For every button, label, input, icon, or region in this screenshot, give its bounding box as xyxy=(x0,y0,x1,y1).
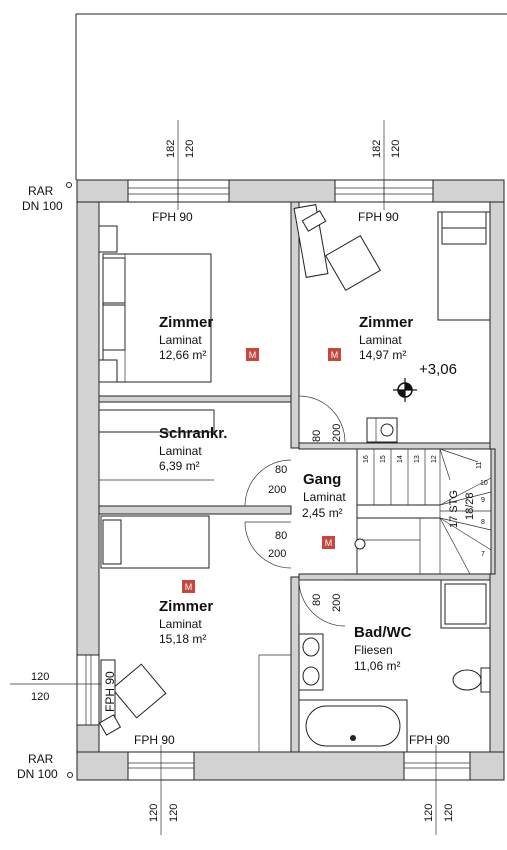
svg-text:6,39 m²: 6,39 m² xyxy=(159,459,200,473)
svg-text:8: 8 xyxy=(481,519,485,526)
bed-upper-left xyxy=(98,225,212,383)
dim-120-left-top: 120 xyxy=(184,140,196,158)
svg-text:15: 15 xyxy=(380,455,387,463)
svg-text:2,45 m²: 2,45 m² xyxy=(302,506,343,520)
dim-200-door-b: 200 xyxy=(268,484,286,496)
dim-80-door-a: 80 xyxy=(311,430,323,442)
window-top-left xyxy=(127,179,230,203)
dim-200-door-c: 200 xyxy=(268,548,286,560)
svg-text:Laminat: Laminat xyxy=(159,444,202,458)
svg-text:Fliesen: Fliesen xyxy=(354,643,393,657)
staircase xyxy=(354,448,492,575)
svg-text:Zimmer: Zimmer xyxy=(159,314,213,331)
dim-120-left-2: 120 xyxy=(31,691,49,703)
svg-text:Gang: Gang xyxy=(303,471,341,488)
wardrobe xyxy=(98,409,215,481)
svg-text:Bad/WC: Bad/WC xyxy=(354,624,412,641)
rar-label-bottom: RAR xyxy=(28,752,54,766)
room-label-5: Zimmer Laminat 15,18 m² xyxy=(159,598,213,646)
room-lower-left-lines xyxy=(258,654,291,752)
svg-text:Zimmer: Zimmer xyxy=(359,314,413,331)
svg-text:16: 16 xyxy=(363,455,370,463)
rar-top-icon xyxy=(66,182,72,188)
fph-label-bottom-right: FPH 90 xyxy=(409,733,450,747)
desk-upper-right xyxy=(293,204,382,292)
svg-text:13: 13 xyxy=(414,455,421,463)
fph-label-bottom-left: FPH 90 xyxy=(134,733,175,747)
fph-label-top-left: FPH 90 xyxy=(152,210,193,224)
dim-120-bl-1: 120 xyxy=(148,804,160,822)
marker-m-4: M xyxy=(182,580,195,593)
fph-label-top-right: FPH 90 xyxy=(358,210,399,224)
rar-label-top: RAR xyxy=(28,184,54,198)
dim-200-door-a: 200 xyxy=(331,424,343,442)
svg-text:11,06 m²: 11,06 m² xyxy=(354,659,400,673)
dim-80-door-b: 80 xyxy=(275,464,287,476)
svg-text:7: 7 xyxy=(481,551,485,558)
svg-text:Laminat: Laminat xyxy=(359,333,402,347)
dim-80-door-d: 80 xyxy=(311,594,323,606)
svg-text:Schrankr.: Schrankr. xyxy=(159,425,227,442)
svg-text:Laminat: Laminat xyxy=(159,617,202,631)
rar-dn-top: DN 100 xyxy=(22,199,63,213)
svg-text:Laminat: Laminat xyxy=(303,490,346,504)
window-bottom-right xyxy=(403,751,471,781)
dim-120-right-top: 120 xyxy=(390,140,402,158)
desk-lower-left xyxy=(98,659,167,736)
level-label: +3,06 xyxy=(419,361,457,378)
bathroom-fixtures xyxy=(298,579,491,753)
stair-ratio-label: 18/28 xyxy=(464,492,476,520)
svg-text:10: 10 xyxy=(480,480,488,487)
svg-text:12,66 m²: 12,66 m² xyxy=(159,348,206,362)
fph-label-left-side: FPH 90 xyxy=(103,671,117,712)
window-left-side xyxy=(76,654,100,726)
rar-dn-bottom: DN 100 xyxy=(17,767,58,781)
svg-text:11: 11 xyxy=(476,462,483,469)
dim-120-br-1: 120 xyxy=(423,804,435,822)
svg-text:Zimmer: Zimmer xyxy=(159,598,213,615)
stair-count-label: 17 STG xyxy=(448,490,460,528)
svg-text:14,97 m²: 14,97 m² xyxy=(359,348,406,362)
marker-m-3: M xyxy=(322,536,335,549)
rar-bottom-icon xyxy=(67,772,73,778)
bed-lower-left xyxy=(100,515,210,569)
svg-text:M: M xyxy=(325,538,333,548)
ceiling-light-icon xyxy=(393,378,417,402)
dim-182-left: 182 xyxy=(165,140,177,158)
svg-text:14: 14 xyxy=(397,455,404,463)
dim-200-door-d: 200 xyxy=(331,594,343,612)
door-swings xyxy=(244,395,346,627)
dim-80-door-c: 80 xyxy=(275,530,287,542)
dim-120-bl-2: 120 xyxy=(168,804,180,822)
dimension-lines xyxy=(10,120,437,835)
room-label-1: Zimmer Laminat 12,66 m² xyxy=(159,314,213,362)
small-sink xyxy=(366,417,398,443)
dim-120-br-2: 120 xyxy=(443,804,455,822)
svg-text:M: M xyxy=(331,350,339,360)
dim-120-left-1: 120 xyxy=(31,671,49,683)
room-label-2: Zimmer Laminat 14,97 m² xyxy=(359,314,413,362)
site-outline xyxy=(75,13,507,180)
stair-step-numbers: 16 15 14 13 12 11 10 9 8 7 xyxy=(363,455,488,558)
svg-text:Laminat: Laminat xyxy=(159,333,202,347)
room-label-3: Schrankr. Laminat 6,39 m² xyxy=(159,425,227,473)
svg-text:15,18 m²: 15,18 m² xyxy=(159,632,206,646)
marker-m-2: M xyxy=(328,348,341,361)
dim-182-right: 182 xyxy=(371,140,383,158)
svg-text:9: 9 xyxy=(481,497,485,504)
svg-text:M: M xyxy=(249,350,257,360)
svg-text:M: M xyxy=(185,582,193,592)
svg-text:12: 12 xyxy=(431,455,438,463)
bed-upper-right xyxy=(437,211,491,321)
room-label-6: Bad/WC Fliesen 11,06 m² xyxy=(354,624,412,673)
room-label-4: Gang Laminat 2,45 m² xyxy=(302,471,346,520)
marker-m-1: M xyxy=(246,348,259,361)
